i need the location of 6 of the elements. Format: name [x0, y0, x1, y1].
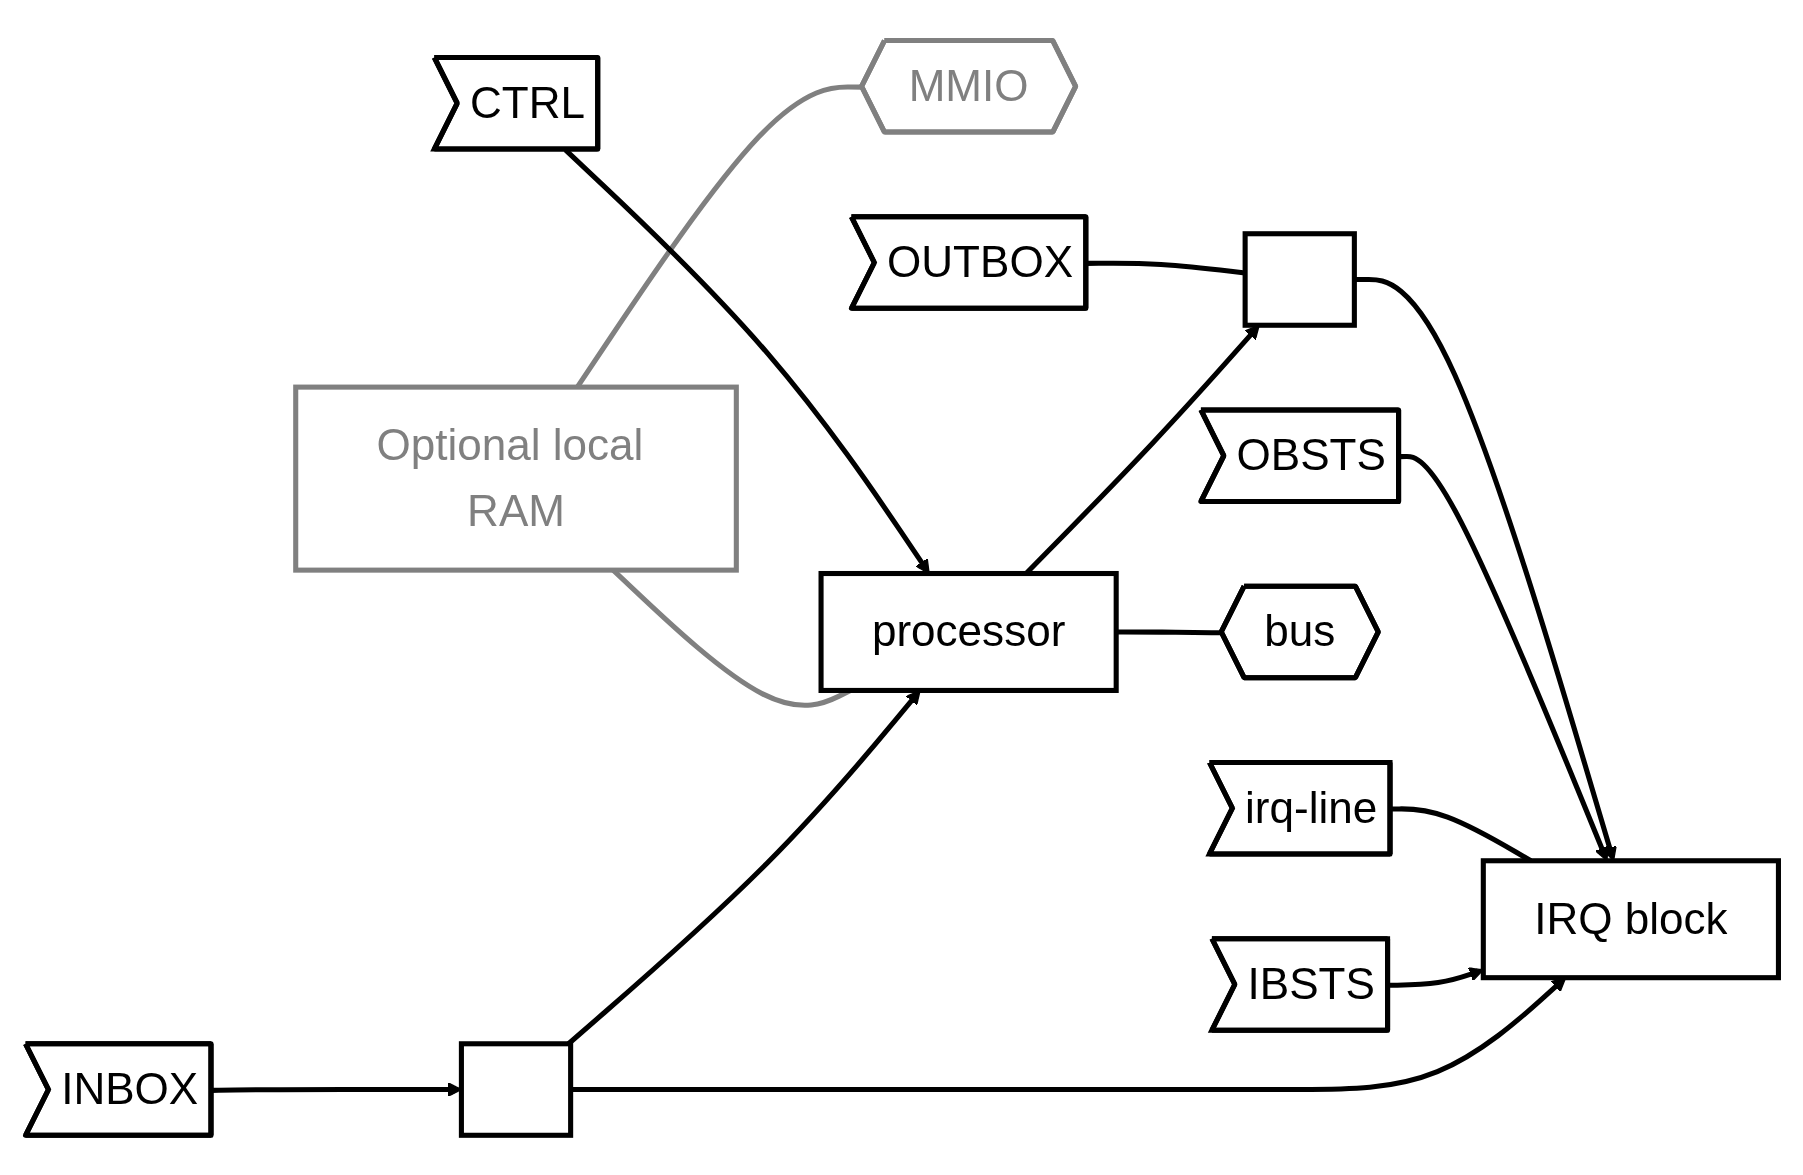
connector: [1086, 260, 1245, 276]
node-box: IRQ block: [1480, 857, 1781, 980]
node-box: Optional local RAM: [292, 384, 739, 573]
node-box: [458, 1040, 573, 1138]
node-box: processor: [818, 570, 1119, 693]
node-box: [1242, 230, 1357, 328]
